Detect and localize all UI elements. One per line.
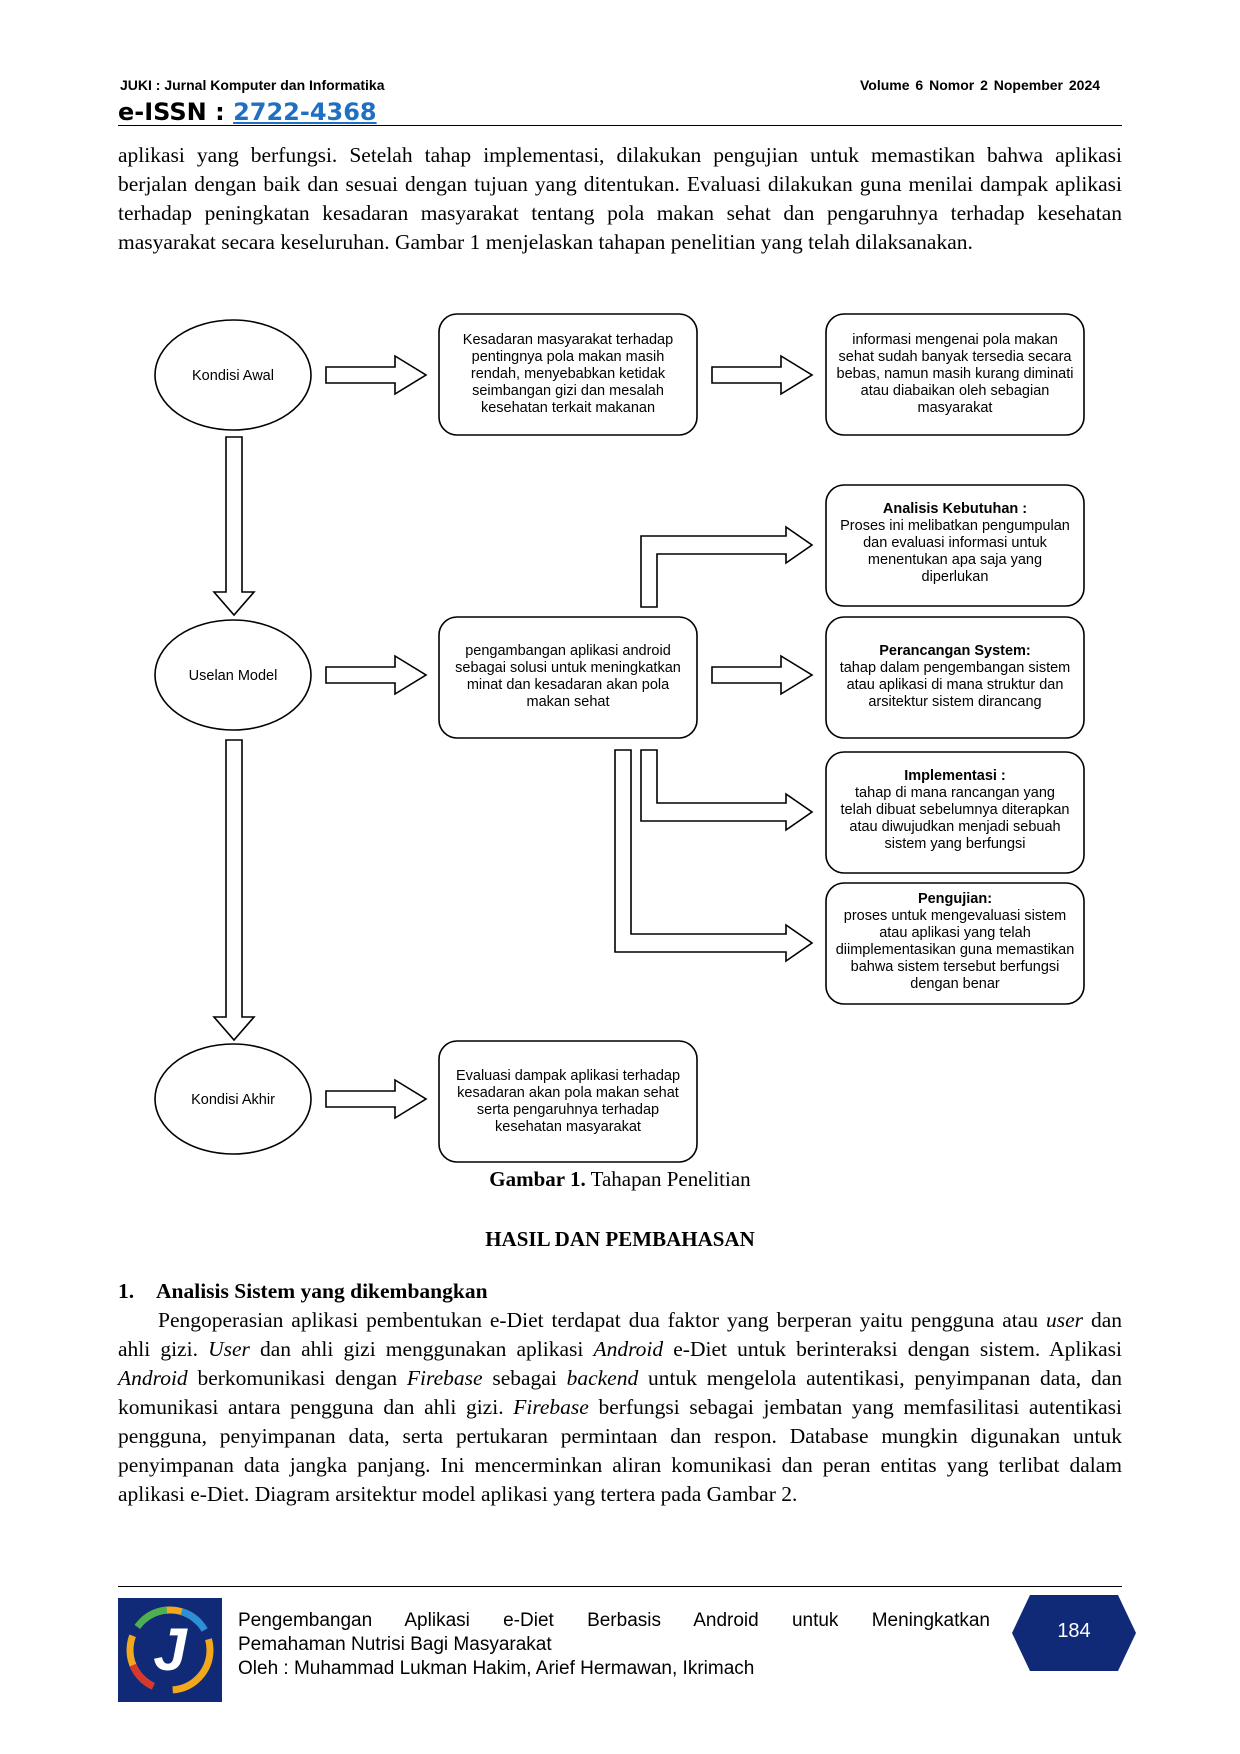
- arrow-to-implementasi: [640, 749, 814, 832]
- kesadaran-line-5: kesehatan terkait makanan: [481, 400, 655, 416]
- arrow-model-to-akhir: [212, 739, 256, 1042]
- label-uselan-model: Uselan Model: [189, 668, 278, 684]
- issn-label: e-ISSN :: [118, 98, 234, 126]
- figure-caption-text: Tahapan Penelitian: [585, 1167, 751, 1191]
- arrow-awal-to-kesadaran: [325, 354, 428, 396]
- ellipse-kondisi-awal: [154, 319, 312, 431]
- figure-caption: Gambar 1. Tahapan Penelitian: [0, 1167, 1240, 1192]
- informasi-line-3: bebas, namun masih kurang diminati: [837, 366, 1074, 382]
- ellipse-uselan-model: [154, 619, 312, 731]
- arrow-model-to-pengembangan: [325, 654, 428, 696]
- arrow-awal-to-model: [212, 436, 256, 617]
- section-title: HASIL DAN PEMBAHASAN: [485, 1227, 755, 1251]
- kesadaran-line-4: seimbangan gizi dan mesalah: [472, 383, 664, 399]
- implementasi-line-3: atau diwujudkan menjadi sebuah: [849, 819, 1060, 835]
- implementasi-line-1: tahap di mana rancangan yang: [855, 785, 1055, 801]
- issn: e-ISSN : 2722-4368: [118, 98, 377, 126]
- pengujian-title: Pengujian:: [918, 891, 992, 907]
- box-kesadaran: [438, 313, 698, 436]
- analisis-line-1: Proses ini melibatkan pengumpulan: [840, 518, 1070, 534]
- analisis-line-2: dan evaluasi informasi untuk: [863, 535, 1048, 551]
- pengujian-line-2: atau aplikasi yang telah: [879, 925, 1031, 941]
- ellipse-kondisi-akhir: [154, 1043, 312, 1155]
- subsection-heading: 1. Analisis Sistem yang dikembangkan: [118, 1279, 488, 1304]
- informasi-line-1: informasi mengenai pola makan: [852, 332, 1058, 348]
- analysis-paragraph: Pengoperasian aplikasi pembentukan e-Die…: [118, 1308, 1123, 1506]
- informasi-line-2: sehat sudah banyak tersedia secara: [839, 349, 1073, 365]
- kesadaran-line-3: rendah, menyebabkan ketidak: [471, 366, 666, 382]
- page-number: 184: [1057, 1620, 1091, 1642]
- footer-rule: [118, 1586, 1122, 1587]
- kesadaran-line-1: Kesadaran masyarakat terhadap: [463, 332, 673, 348]
- box-evaluasi: [438, 1040, 698, 1163]
- logo-ring-icon: J: [126, 1606, 214, 1694]
- pengembangan-line-1: pengambangan aplikasi android: [465, 643, 671, 659]
- box-analisis: [825, 484, 1085, 607]
- subsection-title: Analisis Sistem yang dikembangkan: [156, 1279, 488, 1303]
- perancangan-line-2: atau aplikasi di mana struktur dan: [847, 677, 1064, 693]
- arrow-to-pengujian: [614, 749, 814, 963]
- implementasi-title: Implementasi :: [904, 768, 1006, 784]
- arrow-pengembangan-to-perancangan: [711, 654, 814, 696]
- analisis-title: Analisis Kebutuhan :: [883, 501, 1027, 517]
- informasi-line-4: atau diabaikan oleh sebagian: [861, 383, 1050, 399]
- subsection-number: 1.: [118, 1279, 135, 1303]
- arrow-akhir-to-evaluasi: [325, 1078, 428, 1120]
- box-pengujian: [825, 882, 1085, 1005]
- pengembangan-line-2: sebagai solusi untuk meningkatkan: [455, 660, 681, 676]
- box-informasi: [825, 313, 1085, 436]
- evaluasi-line-1: Evaluasi dampak aplikasi terhadap: [456, 1068, 680, 1084]
- pengujian-line-5: dengan benar: [910, 976, 1000, 992]
- intro-paragraph: aplikasi yang berfungsi. Setelah tahap i…: [118, 143, 1122, 254]
- journal-name: JUKI : Jurnal Komputer dan Informatika: [120, 77, 385, 93]
- evaluasi-line-4: kesehatan masyarakat: [495, 1119, 641, 1135]
- pengujian-line-4: bahwa sistem tersebut berfungsi: [851, 959, 1060, 975]
- implementasi-line-4: sistem yang berfungsi: [884, 836, 1025, 852]
- header-rule: [118, 125, 1122, 126]
- label-kondisi-akhir: Kondisi Akhir: [191, 1092, 275, 1108]
- issn-link[interactable]: 2722-4368: [233, 98, 377, 126]
- page-number-badge: [1012, 1595, 1136, 1671]
- box-pengembangan: [438, 616, 698, 739]
- pengembangan-line-4: makan sehat: [526, 694, 609, 710]
- figure-caption-label: Gambar 1.: [489, 1167, 586, 1191]
- implementasi-line-2: telah dibuat sebelumnya diterapkan: [841, 802, 1070, 818]
- volume-info: Volume 6 Nomor 2 Nopember 2024: [860, 77, 1101, 93]
- box-implementasi: [825, 751, 1085, 874]
- footer-title-line-1: Pengembangan Aplikasi e-Diet Berbasis An…: [238, 1610, 990, 1631]
- footer-title-line-2: Pemahaman Nutrisi Bagi Masyarakat: [238, 1634, 552, 1655]
- kesadaran-line-2: pentingnya pola makan masih: [472, 349, 665, 365]
- analisis-line-4: diperlukan: [922, 569, 989, 585]
- footer-authors: Oleh : Muhammad Lukman Hakim, Arief Herm…: [238, 1658, 755, 1679]
- pengujian-line-3: diimplementasikan guna memastikan: [836, 942, 1075, 958]
- box-perancangan: [825, 616, 1085, 739]
- analisis-line-3: menentukan apa saja yang: [868, 552, 1042, 568]
- arrow-kesadaran-to-informasi: [711, 354, 814, 396]
- perancangan-line-1: tahap dalam pengembangan sistem: [840, 660, 1071, 676]
- pengujian-line-1: proses untuk mengevaluasi sistem: [844, 908, 1066, 924]
- pengembangan-line-3: minat dan kesadaran akan pola: [467, 677, 670, 693]
- label-kondisi-awal: Kondisi Awal: [192, 368, 274, 384]
- perancangan-line-3: arsitektur sistem dirancang: [868, 694, 1041, 710]
- journal-logo: J: [118, 1598, 222, 1702]
- evaluasi-line-2: kesadaran akan pola makan sehat: [457, 1085, 679, 1101]
- informasi-line-5: masyarakat: [918, 400, 993, 416]
- logo-letter: J: [153, 1616, 188, 1683]
- arrow-to-analisis: [640, 525, 814, 608]
- perancangan-title: Perancangan System:: [879, 643, 1031, 659]
- evaluasi-line-3: serta pengaruhnya terhadap: [477, 1102, 659, 1118]
